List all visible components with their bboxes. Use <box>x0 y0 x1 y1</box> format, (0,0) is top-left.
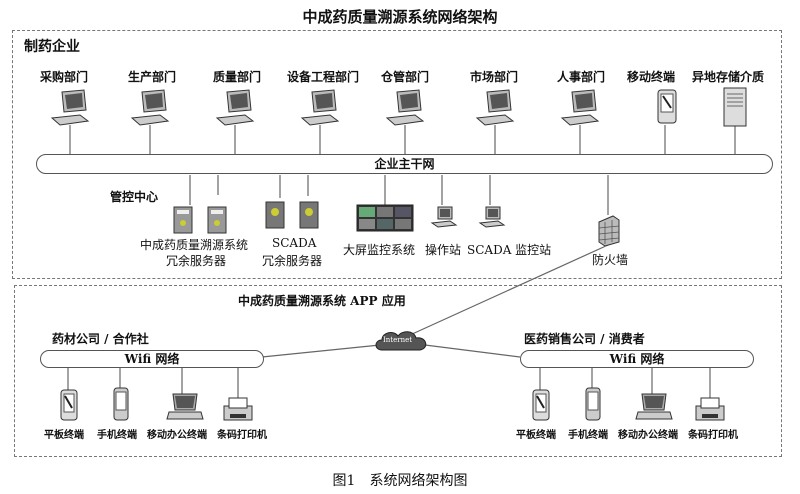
dept-label-purchasing: 采购部门 <box>40 70 89 84</box>
large-screen-label: 大屏监控系统 <box>343 243 416 257</box>
left-group-title: 药材公司 / 合作社 <box>52 332 149 346</box>
trace-server-label-2: 冗余服务器 <box>166 254 227 268</box>
app-boundary <box>14 285 782 457</box>
dept-label-equipment: 设备工程部门 <box>287 70 360 84</box>
right-wifi-label: Wifi 网络 <box>609 352 665 366</box>
workstation-icon <box>430 206 458 228</box>
right-wifi-bus: Wifi 网络 <box>520 350 754 368</box>
left-wifi-bus: Wifi 网络 <box>40 350 264 368</box>
dept-label-marketing: 市场部门 <box>470 70 519 84</box>
computer-icon <box>300 89 340 126</box>
laptop-icon <box>166 393 204 420</box>
dept-label-mobile: 移动终端 <box>627 70 676 84</box>
scada-server-label-1: SCADA <box>272 236 317 250</box>
server-icon <box>173 206 193 234</box>
server-icon <box>207 206 227 234</box>
phone-icon <box>585 387 601 421</box>
left-device-label-phone: 手机终端 <box>97 430 137 441</box>
operator-station-label: 操作站 <box>425 243 462 257</box>
trace-server-label-1: 中成药质量溯源系统 <box>140 238 249 252</box>
left-wifi-label: Wifi 网络 <box>124 352 180 366</box>
computer-icon <box>130 89 170 126</box>
tablet-icon <box>60 389 78 421</box>
phone-icon <box>113 387 129 421</box>
pda-icon <box>657 89 677 124</box>
workstation-icon <box>478 206 506 228</box>
right-device-label-tablet: 平板终端 <box>516 430 556 441</box>
dept-label-quality: 质量部门 <box>213 70 262 84</box>
firewall-icon <box>598 215 620 246</box>
app-label: 中成药质量溯源系统 APP 应用 <box>238 294 406 308</box>
right-device-label-printer: 条码打印机 <box>688 430 738 441</box>
large-screen-icon <box>356 204 414 232</box>
computer-icon <box>475 89 515 126</box>
computer-icon <box>560 89 600 126</box>
computer-icon <box>215 89 255 126</box>
backbone-label: 企业主干网 <box>374 157 435 171</box>
dept-label-hr: 人事部门 <box>557 70 606 84</box>
figure-caption: 图1 系统网络架构图 <box>332 473 468 489</box>
internet-label: Internet <box>383 336 413 344</box>
left-device-label-printer: 条码打印机 <box>217 430 267 441</box>
left-device-label-laptop: 移动办公终端 <box>147 430 207 441</box>
server-icon <box>299 201 319 229</box>
laptop-icon <box>635 393 673 420</box>
computer-icon <box>385 89 425 126</box>
tablet-icon <box>532 389 550 421</box>
diagram-title: 中成药质量溯源系统网络架构 <box>302 8 498 26</box>
dept-label-warehouse: 仓管部门 <box>381 70 430 84</box>
scada-station-label: SCADA 监控站 <box>467 243 552 257</box>
dept-label-storage: 异地存储介质 <box>692 70 765 84</box>
computer-icon <box>50 89 90 126</box>
enterprise-boundary <box>12 30 782 279</box>
dept-label-production: 生产部门 <box>128 70 177 84</box>
right-device-label-laptop: 移动办公终端 <box>618 430 678 441</box>
printer-icon <box>223 397 253 421</box>
firewall-label: 防火墙 <box>592 253 629 267</box>
control-center-label: 管控中心 <box>110 190 159 204</box>
enterprise-label: 制药企业 <box>24 39 80 55</box>
printer-icon <box>695 397 725 421</box>
enterprise-backbone: 企业主干网 <box>36 154 773 174</box>
server-tower-icon <box>723 87 747 127</box>
right-device-label-phone: 手机终端 <box>568 430 608 441</box>
left-device-label-tablet: 平板终端 <box>44 430 84 441</box>
server-icon <box>265 201 285 229</box>
internet-cloud-icon <box>375 331 427 351</box>
scada-server-label-2: 冗余服务器 <box>262 254 323 268</box>
right-group-title: 医药销售公司 / 消费者 <box>524 332 645 346</box>
